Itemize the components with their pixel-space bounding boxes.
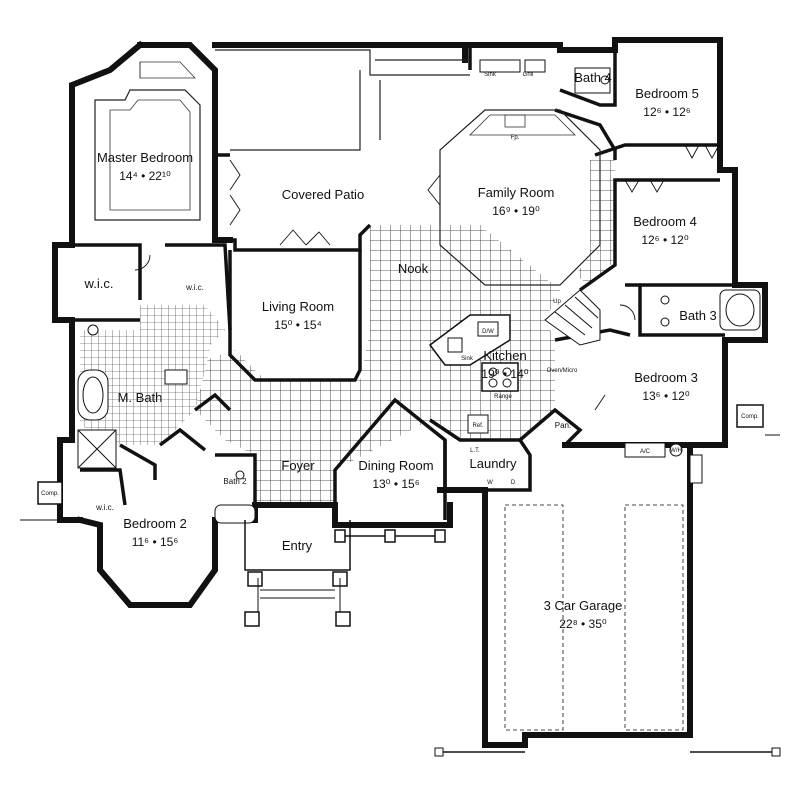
bedroom4-label: Bedroom 4	[633, 214, 697, 229]
kitchen-sink-label: Sink	[461, 356, 474, 362]
range-label: Range	[494, 394, 512, 400]
bedroom2-dims: 11⁶ • 15⁶	[132, 535, 179, 549]
stairs	[544, 289, 601, 346]
living-room-label: Living Room	[262, 299, 334, 314]
family-room-label: Family Room	[478, 185, 555, 200]
bedroom2-label: Bedroom 2	[123, 516, 187, 531]
pan-label: Pan.	[555, 421, 571, 430]
wic-right-label: w.i.c.	[185, 283, 204, 292]
master-bedroom-dims: 14⁴ • 22¹⁰	[119, 169, 171, 183]
garage-details	[434, 442, 781, 757]
entry-porch	[244, 520, 351, 627]
entry-label: Entry	[282, 538, 313, 553]
bedroom3-label: Bedroom 3	[634, 370, 698, 385]
bedroom4-dims: 12⁶ • 12⁰	[641, 233, 689, 247]
sink-label: Sink	[484, 72, 497, 78]
bath4-label: Bath 4	[574, 70, 612, 85]
comp-right-label: Comp.	[741, 414, 759, 420]
covered-patio-label: Covered Patio	[282, 187, 364, 202]
ac-label: A/C	[640, 449, 651, 455]
bedroom5-dims: 12⁶ • 12⁶	[643, 105, 691, 119]
family-room-dims: 16⁹ • 19⁰	[492, 204, 540, 218]
interior-walls	[55, 45, 735, 520]
master-tray-ceiling	[94, 61, 201, 221]
room-labels: Master Bedroom 14⁴ • 22¹⁰ Covered Patio …	[84, 70, 717, 631]
garage-dims: 22⁸ • 35⁰	[559, 617, 607, 631]
comp-pads	[20, 404, 780, 521]
master-bedroom-label: Master Bedroom	[97, 150, 193, 165]
living-room-dims: 15⁰ • 15⁴	[274, 318, 322, 332]
m-bath-label: M. Bath	[118, 390, 163, 405]
oven-micro-label: Oven/Micro	[547, 368, 578, 374]
dryer-label: D	[511, 480, 516, 486]
foyer-label: Foyer	[281, 458, 315, 473]
dining-room-dims: 13⁰ • 15⁶	[372, 477, 419, 491]
bath2-label: Bath 2	[223, 477, 247, 486]
bath3-label: Bath 3	[679, 308, 717, 323]
refrigerator-label: Ref.	[472, 423, 483, 429]
fireplace-label: Fp.	[511, 135, 520, 141]
bedroom5-label: Bedroom 5	[635, 86, 699, 101]
water-heater-label: W/H	[670, 448, 682, 454]
door-swings	[134, 144, 720, 411]
dishwasher-label: D/W	[482, 329, 494, 335]
kitchen-dims: 19⁰ • 14⁰	[481, 367, 528, 381]
wic-bed2-label: w.i.c.	[95, 503, 114, 512]
wic-left-label: w.i.c.	[84, 276, 114, 291]
grill-label: Grill	[523, 72, 534, 78]
nook-label: Nook	[398, 261, 429, 276]
laundry-tub-label: L.T.	[470, 448, 480, 454]
bedroom3-dims: 13⁶ • 12⁰	[642, 389, 690, 403]
stairs-up-label: Up	[553, 299, 561, 305]
comp-left-label: Comp.	[41, 491, 59, 497]
patio-outline	[215, 49, 470, 151]
bath-fixtures	[77, 59, 761, 524]
laundry-label: Laundry	[470, 456, 517, 471]
washer-label: W	[487, 480, 493, 486]
kitchen-label: Kitchen	[483, 348, 526, 363]
garage-label: 3 Car Garage	[544, 598, 623, 613]
family-room-octagon	[439, 109, 601, 286]
dining-bay	[334, 529, 446, 543]
fixture-labels: Sink Grill Fp. D/W Sink Range Oven/Micro…	[41, 72, 759, 497]
kitchen-island	[428, 314, 519, 434]
dining-room-label: Dining Room	[358, 458, 433, 473]
